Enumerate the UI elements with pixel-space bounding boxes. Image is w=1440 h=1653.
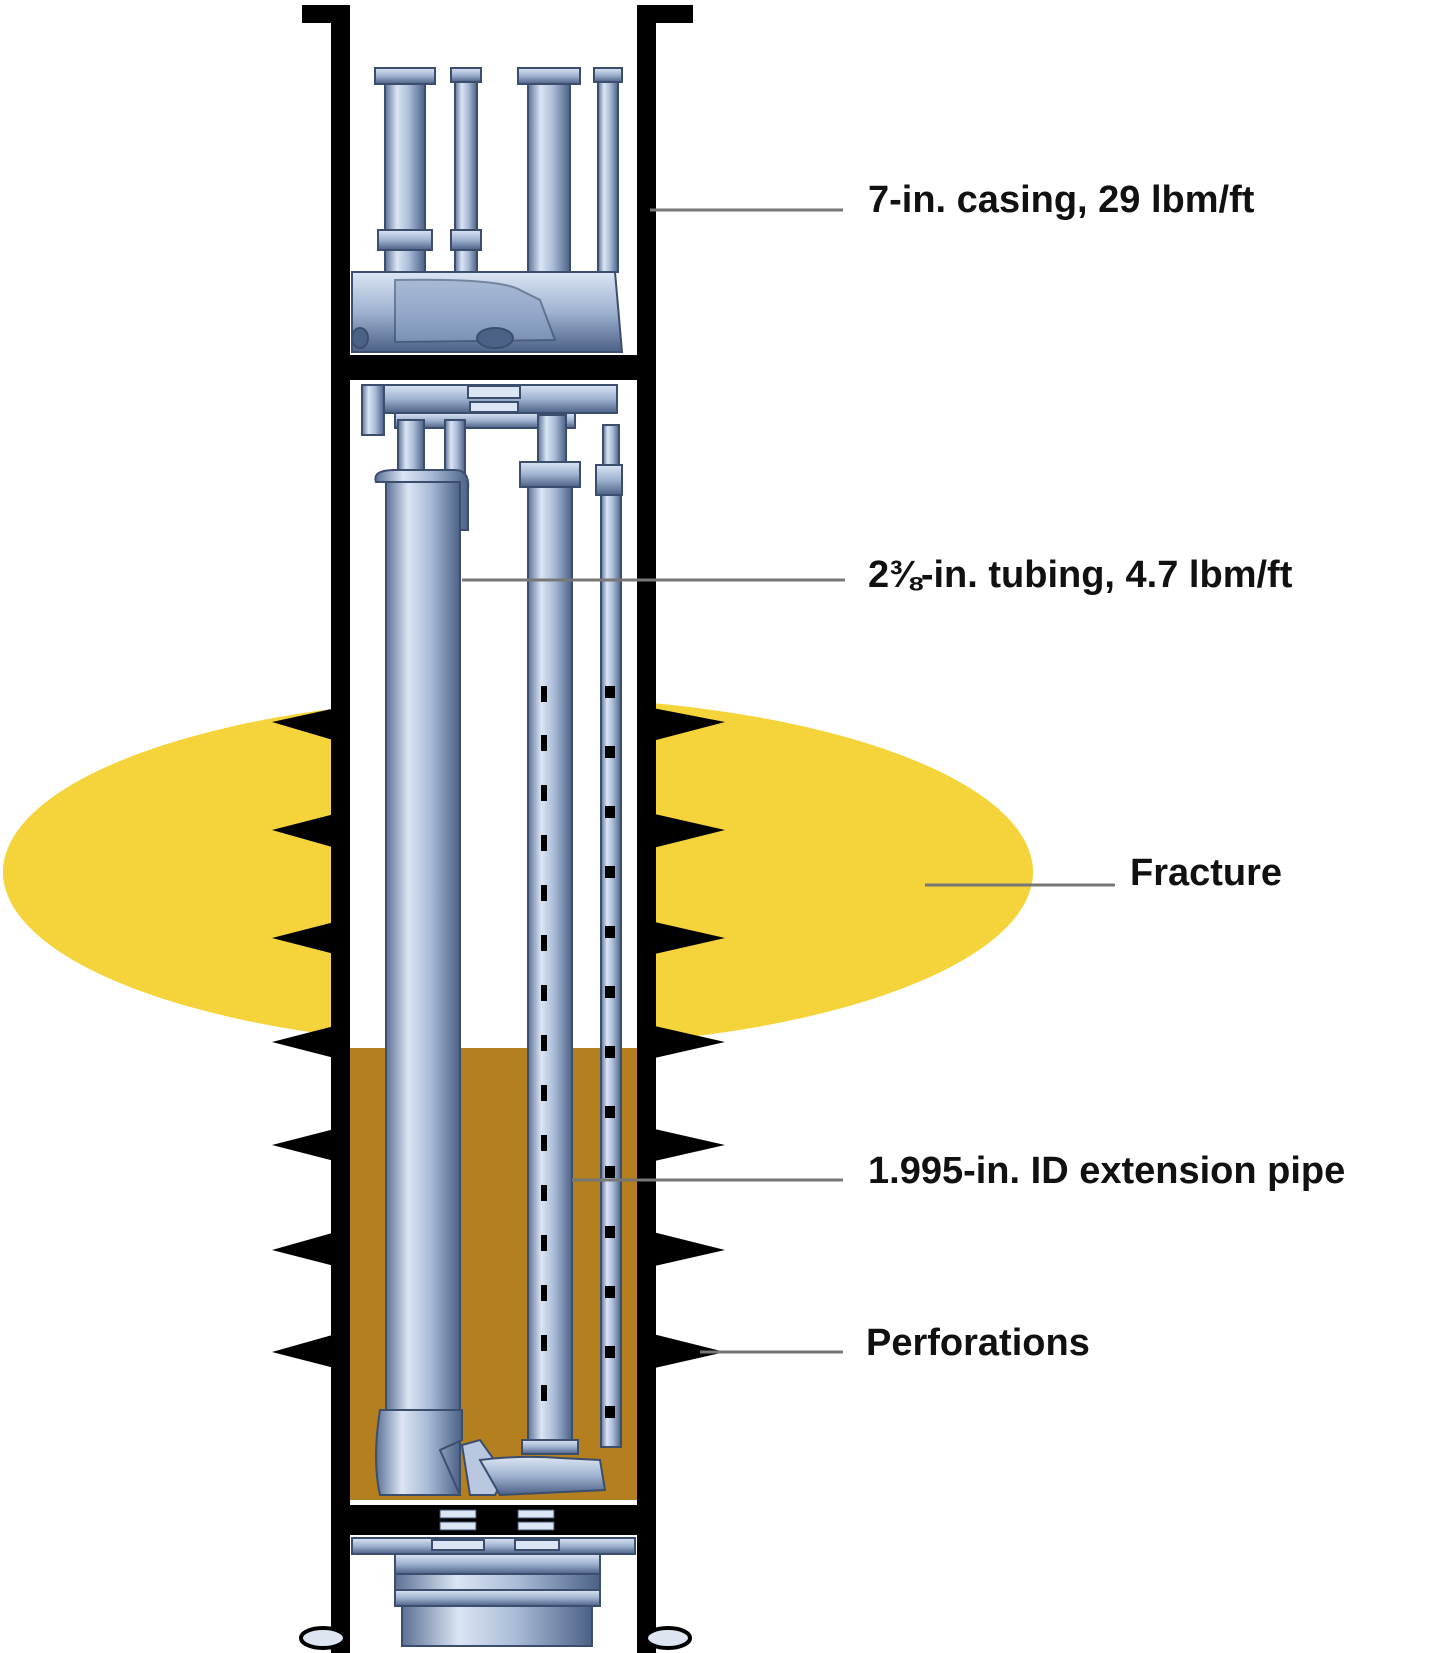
casing-feet	[299, 1626, 692, 1650]
extension-pipe-slots	[541, 686, 547, 1401]
upper-tubing-stubs	[374, 67, 623, 273]
small-pipe	[595, 424, 623, 1448]
bottom-plug	[351, 1537, 636, 1647]
packer	[351, 271, 624, 353]
bottom-shoe	[375, 1409, 607, 1497]
leader-lines	[462, 208, 1115, 1354]
crossover-manifold	[361, 384, 618, 436]
tubing-2-3-8	[374, 419, 470, 1493]
bottom-seal-inserts	[439, 1509, 555, 1531]
extension-pipe	[519, 414, 581, 1455]
label-casing: 7-in. casing, 29 lbm/ft	[868, 179, 1255, 221]
packer-seal	[350, 355, 637, 380]
label-extension-pipe: 1.995-in. ID extension pipe	[868, 1150, 1345, 1192]
bottom-seal	[350, 1505, 637, 1535]
perforations-right	[637, 705, 725, 1372]
label-tubing: 2⅜-in. tubing, 4.7 lbm/ft	[868, 554, 1293, 596]
label-perforations: Perforations	[866, 1322, 1090, 1364]
perforations-left	[272, 705, 350, 1372]
label-fracture: Fracture	[1130, 852, 1282, 894]
small-pipe-slots	[605, 686, 615, 1418]
casing	[302, 5, 693, 1653]
